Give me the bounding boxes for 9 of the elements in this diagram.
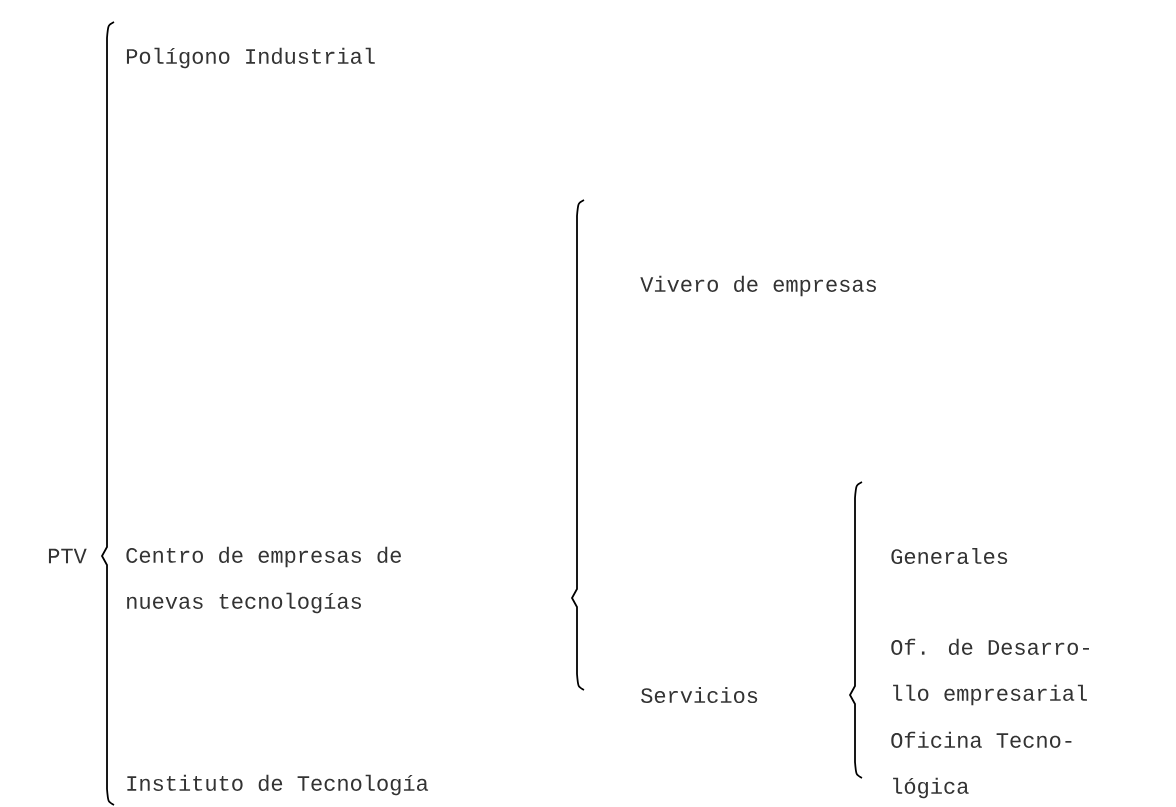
- label-text: Of. de Desarro- llo empresarial: [891, 638, 1089, 706]
- label-text: PTV: [48, 548, 87, 564]
- label-text: Instituto de Tecnología: [127, 774, 429, 796]
- label-text: Servicios: [641, 686, 758, 704]
- label-text: Generales: [891, 547, 1008, 565]
- label-text: Polígono Industrial: [126, 47, 375, 69]
- label-text: Oficina Tecno- lógica: [891, 731, 1072, 799]
- label-text: Vivero de empresas: [640, 275, 876, 297]
- label-text: Centro de empresas de nuevas tecnologías: [126, 546, 401, 614]
